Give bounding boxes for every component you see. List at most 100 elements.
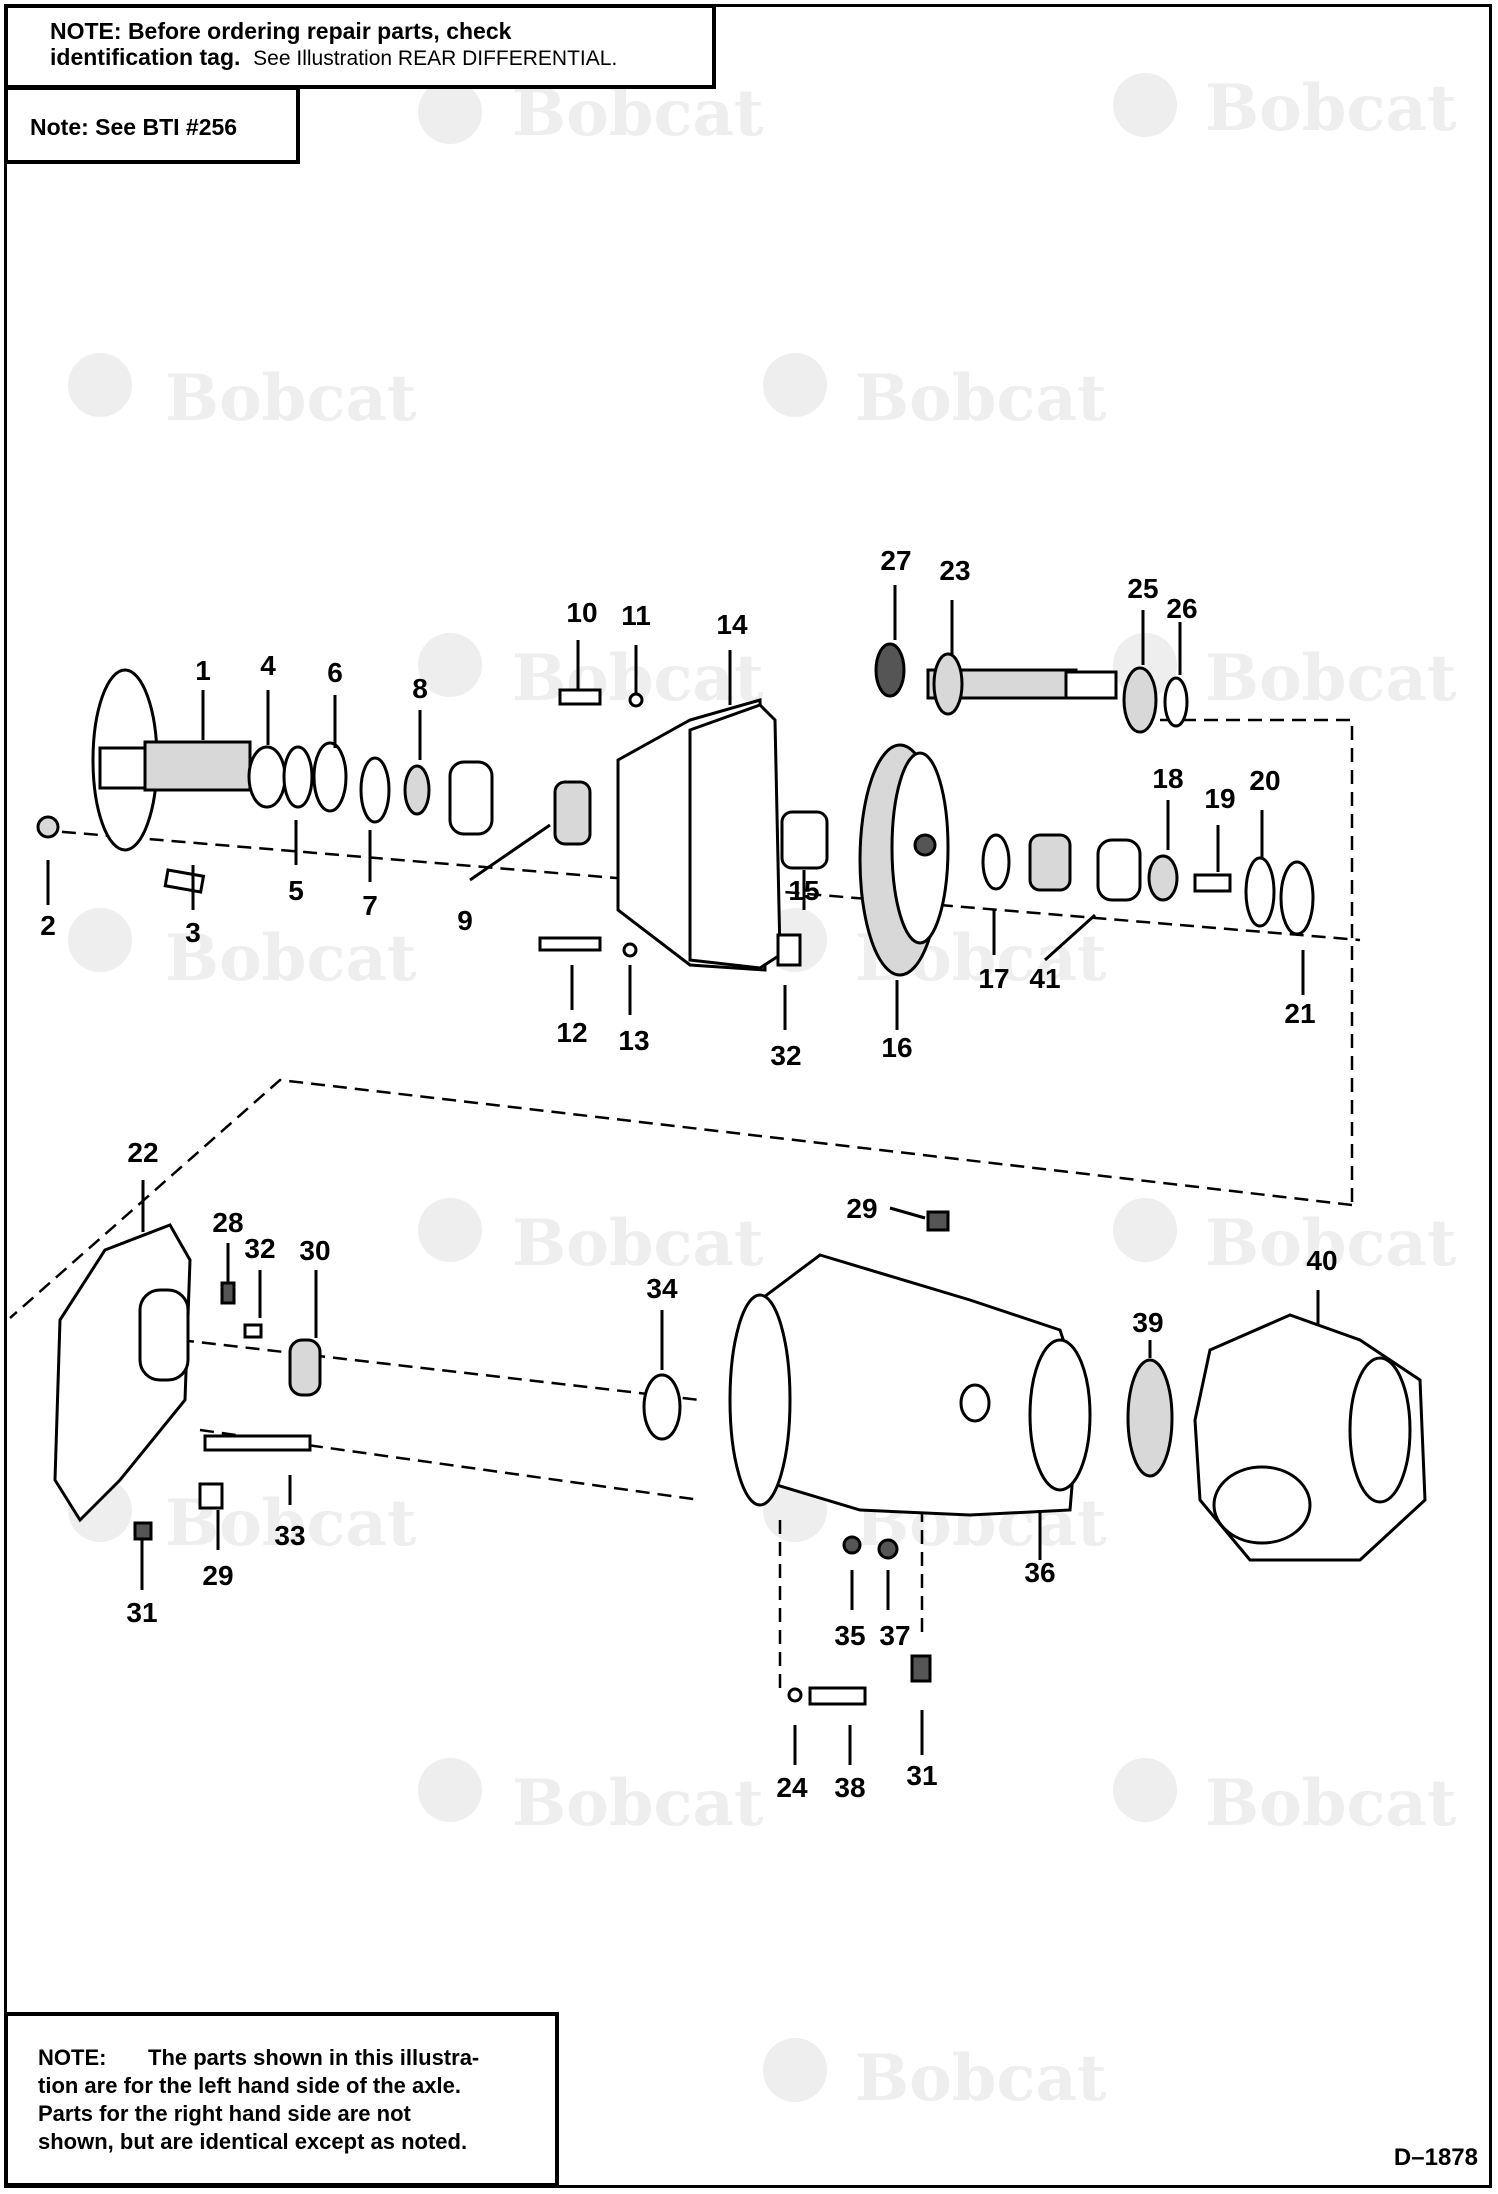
carrier-case-14 <box>616 698 782 972</box>
plug-29-upper <box>926 1210 950 1232</box>
callout-1: 1 <box>195 655 211 686</box>
ordering-note-bold: identification tag. <box>50 44 241 70</box>
lower-parts <box>53 1210 1427 1706</box>
watermark-text-13: Bobcat <box>512 1766 764 1841</box>
callout-34: 34 <box>646 1273 678 1304</box>
nut-31-left <box>133 1521 153 1541</box>
nut-31-right <box>910 1654 932 1683</box>
watermark-3: Bobcat <box>68 353 417 436</box>
upper-parts <box>36 642 1315 977</box>
bearing-15 <box>780 810 829 870</box>
ring-20 <box>1244 856 1276 928</box>
note-line-3: Parts for the right hand side are not <box>38 2101 411 2126</box>
callout-21: 21 <box>1284 998 1315 1029</box>
callout-7: 7 <box>362 890 378 921</box>
callout-13: 13 <box>618 1025 649 1056</box>
seal-34 <box>642 1373 682 1441</box>
callout-28: 28 <box>212 1207 243 1238</box>
watermark-13: Bobcat <box>418 1758 764 1841</box>
callout-37: 37 <box>879 1620 910 1651</box>
watermark-5: Bobcat <box>418 633 764 716</box>
axle-cover-plate-22 <box>53 1223 192 1523</box>
note-line-4: shown, but are identical except as noted… <box>38 2129 468 2154</box>
ordering-note-line1: NOTE: Before ordering repair parts, chec… <box>50 18 512 44</box>
callout-18: 18 <box>1152 763 1183 794</box>
bolt-38 <box>808 1686 867 1706</box>
stud-33 <box>203 1434 312 1452</box>
callout-31-left: 31 <box>126 1597 157 1628</box>
ring-8 <box>403 764 431 816</box>
watermark-2: Bobcat <box>1113 71 1457 146</box>
callout-4: 4 <box>260 650 276 681</box>
drawing-number: D–1878 <box>1393 2144 1478 2171</box>
watermark-text-2: Bobcat <box>1205 71 1457 146</box>
pinion-shaft-23 <box>926 652 1118 716</box>
note-line-1: NOTE:The parts shown in this illustra- <box>38 2044 545 2072</box>
pin-32-lower <box>243 1323 263 1339</box>
watermark-text-4: Bobcat <box>855 361 1107 436</box>
watermark-10: Bobcat <box>1113 1198 1457 1281</box>
note-lead: NOTE: <box>38 2045 107 2070</box>
washer-13 <box>622 942 638 958</box>
watermark-7: Bobcat <box>68 908 417 996</box>
watermark-text-9: Bobcat <box>512 1206 764 1281</box>
bearing-cup-30 <box>288 1338 322 1397</box>
watermark-14: Bobcat <box>1113 1758 1457 1841</box>
callout-16: 16 <box>881 1032 912 1063</box>
watermark-text-6: Bobcat <box>1205 641 1457 716</box>
callout-3: 3 <box>185 917 201 948</box>
callout-9: 9 <box>457 905 473 936</box>
callout-10: 10 <box>566 597 597 628</box>
watermarks: Bobcat Bobcat Bobcat Bobcat Bobcat Bobca… <box>68 71 1457 2116</box>
ordering-note-reference: See Illustration REAR DIFFERENTIAL. <box>253 47 618 70</box>
bolt-10 <box>558 688 602 706</box>
callout-15: 15 <box>788 875 819 906</box>
bearing-cone-9 <box>553 780 592 846</box>
ordering-note: NOTE: Before ordering repair parts, chec… <box>4 4 716 89</box>
callout-2: 2 <box>40 910 56 941</box>
plug-29-lower <box>198 1482 224 1510</box>
ordering-note-line2: identification tag. See Illustration REA… <box>50 44 712 72</box>
callout-32-lower: 32 <box>244 1233 275 1264</box>
callout-26: 26 <box>1166 593 1197 624</box>
callout-35: 35 <box>834 1620 865 1651</box>
bolt-19 <box>1193 873 1232 893</box>
callout-8: 8 <box>412 673 428 704</box>
callout-29-upper: 29 <box>846 1193 877 1224</box>
nut-37 <box>877 1538 899 1560</box>
callout-23: 23 <box>939 555 970 586</box>
callout-25: 25 <box>1127 573 1158 604</box>
oring-7 <box>359 756 391 824</box>
watermark-text-10: Bobcat <box>1205 1206 1457 1281</box>
bearing-cup-9 <box>448 760 494 836</box>
bti-note-text: Note: See BTI #256 <box>30 114 238 140</box>
assembly-lines <box>9 718 1361 1690</box>
washer-35 <box>842 1535 862 1555</box>
watermark-15: Bobcat <box>763 2038 1107 2116</box>
spacer-17 <box>981 833 1011 891</box>
axle-housing-36 <box>728 1253 1092 1517</box>
callout-17: 17 <box>978 963 1009 994</box>
callout-39: 39 <box>1132 1307 1163 1338</box>
bearing-cup-41 <box>1096 838 1142 902</box>
callout-19: 19 <box>1204 783 1235 814</box>
nut-18 <box>1147 854 1179 902</box>
callout-27: 27 <box>880 545 911 576</box>
leader-lines <box>46 585 1320 1765</box>
page-border <box>4 4 1492 2188</box>
callout-31-right: 31 <box>906 1760 937 1791</box>
bearing-39 <box>1126 1358 1174 1478</box>
callout-29-lower: 29 <box>202 1560 233 1591</box>
callout-12: 12 <box>556 1017 587 1048</box>
left-hand-side-note: NOTE:The parts shown in this illustra- t… <box>4 2012 559 2187</box>
callout-22: 22 <box>127 1137 158 1168</box>
callout-41: 41 <box>1029 963 1060 994</box>
spacer-26 <box>1163 676 1189 728</box>
callout-20: 20 <box>1249 765 1280 796</box>
callout-32-upper: 32 <box>770 1040 801 1071</box>
ring-6 <box>312 741 348 813</box>
callout-33: 33 <box>274 1520 305 1551</box>
ring-gear-16 <box>858 743 950 977</box>
note-line-2: tion are for the left hand side of the a… <box>38 2073 461 2098</box>
ring-5 <box>282 745 314 809</box>
